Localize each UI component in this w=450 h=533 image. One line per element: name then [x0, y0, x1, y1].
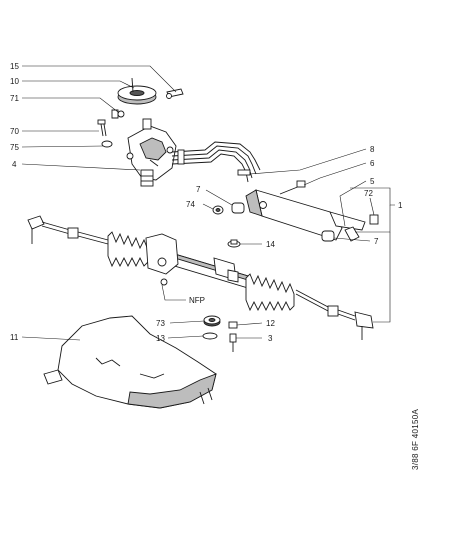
label-11: 11 [10, 333, 19, 342]
label-12: 12 [266, 319, 275, 328]
hydraulic-pipes [171, 141, 261, 183]
label-72: 72 [364, 189, 373, 198]
label-7-lower: 7 [374, 237, 379, 246]
steering-rack [27, 215, 374, 340]
pinion-bolt [97, 119, 113, 148]
power-cylinder [245, 180, 366, 242]
label-nfp: NFP [189, 296, 205, 305]
label-15: 15 [10, 62, 19, 71]
heat-shield [43, 315, 217, 409]
part-labels: 15 10 71 70 75 4 8 6 5 1 72 7 74 7 14 NF… [10, 62, 403, 343]
label-7-upper: 7 [196, 185, 201, 194]
label-13: 13 [156, 334, 165, 343]
label-10: 10 [10, 77, 19, 86]
label-75: 75 [10, 143, 19, 152]
mounting-hardware [202, 239, 241, 352]
reference-code: 3/88 6F 40150A [411, 409, 420, 470]
label-5: 5 [370, 177, 375, 186]
label-3: 3 [268, 334, 273, 343]
label-73: 73 [156, 319, 165, 328]
cylinder-bushes [212, 202, 379, 242]
label-71: 71 [10, 94, 19, 103]
label-14: 14 [266, 240, 275, 249]
column-coupling-assembly [111, 77, 184, 119]
leader-lines [21, 65, 395, 341]
label-8: 8 [370, 145, 375, 154]
label-4: 4 [12, 160, 17, 169]
label-1: 1 [398, 201, 403, 210]
steering-valve-housing [126, 118, 177, 187]
label-6: 6 [370, 159, 375, 168]
label-70: 70 [10, 127, 19, 136]
label-74: 74 [186, 200, 195, 209]
